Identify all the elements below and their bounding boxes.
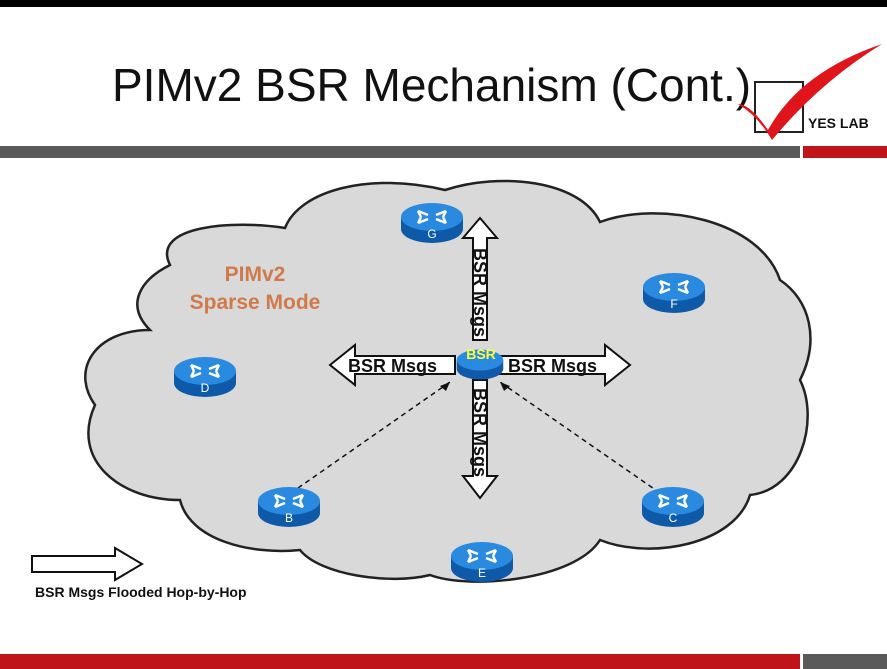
msg-label-down: BSR Msgs (470, 388, 490, 477)
router-label-b: B (285, 511, 293, 525)
router-label-g: G (427, 227, 436, 241)
router-label-f: F (670, 297, 677, 311)
msg-label-right: BSR Msgs (508, 356, 597, 376)
legend-arrow (31, 546, 144, 582)
arrow-right (499, 342, 632, 388)
footer-band-gray (803, 654, 887, 669)
legend-text: BSR Msgs Flooded Hop-by-Hop (35, 584, 247, 600)
msg-label-left: BSR Msgs (348, 356, 437, 376)
dashed-link-b (297, 381, 451, 489)
router-bsr (456, 349, 504, 380)
pim-cloud (84, 179, 812, 583)
arrow-up (460, 216, 500, 341)
top-border (0, 0, 887, 7)
bsr-diagram: PIMv2 Sparse Mode BSR Msgs BSR Msgs BSR … (31, 179, 812, 584)
arrow-down (460, 379, 500, 500)
bsr-label: BSR (466, 346, 496, 362)
header-divider-red (803, 146, 887, 158)
arrow-left (328, 342, 456, 388)
header-divider-gray (0, 146, 800, 158)
router-label-d: D (201, 381, 210, 395)
cloud-label-line1: PIMv2 (225, 263, 286, 286)
logo-text: YES LAB (808, 115, 869, 131)
yes-lab-logo (738, 44, 882, 140)
dashed-link-c (499, 381, 661, 494)
router-label-c: C (669, 511, 678, 525)
slide-title: PIMv2 BSR Mechanism (Cont.) (112, 59, 752, 111)
msg-label-up: BSR Msgs (470, 248, 490, 337)
footer-band-red (0, 654, 800, 669)
cloud-label-line2: Sparse Mode (190, 291, 321, 314)
router-label-e: E (478, 566, 486, 580)
